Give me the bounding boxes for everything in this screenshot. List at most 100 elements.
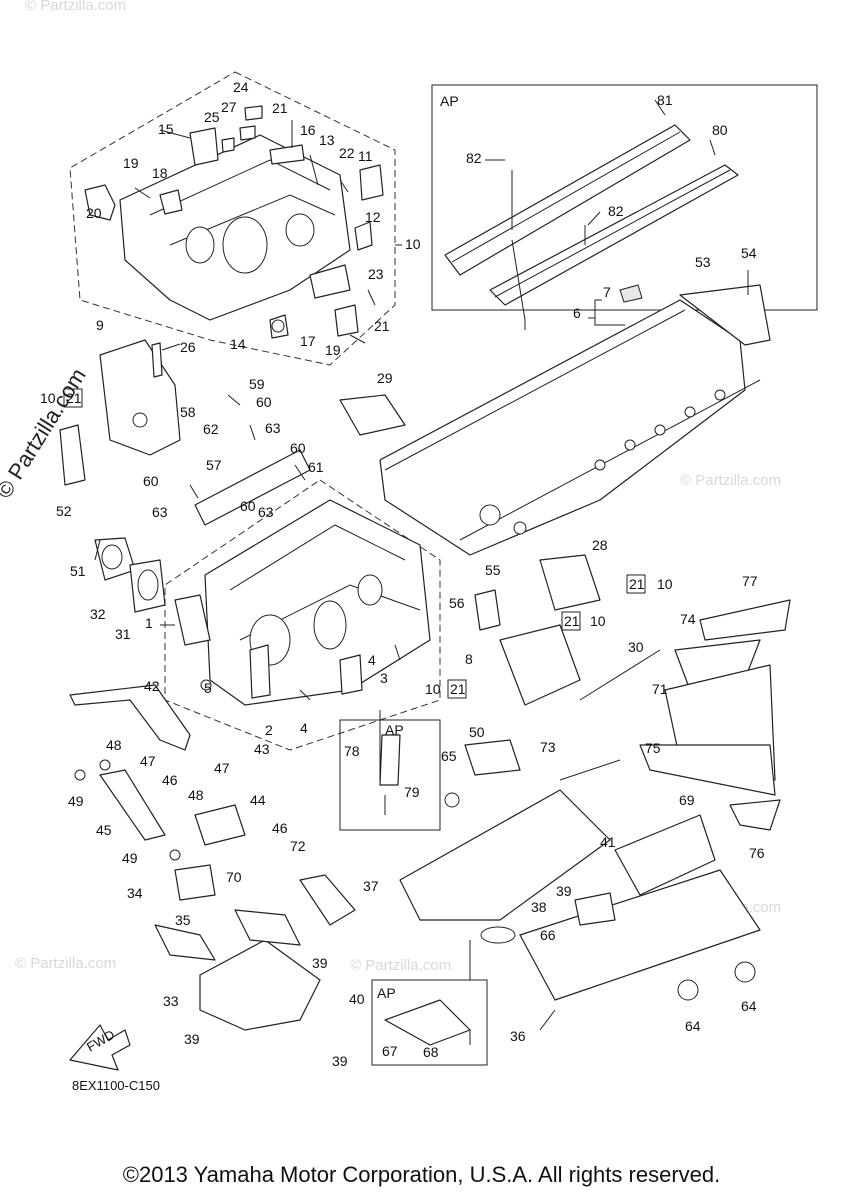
- subframe-group-10: [69, 71, 396, 366]
- callout-14: 14: [230, 336, 246, 352]
- callout-21-left: 21: [66, 390, 82, 406]
- tunnel-hole-7: [714, 389, 726, 401]
- bracket-57: [194, 449, 311, 526]
- subframe-opening-1: [222, 216, 268, 274]
- bolt-13: [309, 154, 319, 186]
- callout-60-c: 60: [143, 473, 159, 489]
- callout-40: 40: [349, 991, 365, 1007]
- callout-12: 12: [365, 209, 381, 225]
- leader-15: [159, 129, 191, 139]
- watermark-left-bottom: © Partzilla.com: [15, 955, 116, 972]
- plate-67: [384, 999, 471, 1046]
- ap-label-78: AP: [385, 722, 404, 738]
- callout-41: 41: [600, 834, 616, 850]
- ap-box-78: [339, 719, 441, 831]
- watermark-center-bottom: © Partzilla.com: [350, 957, 451, 974]
- callout-23: 23: [368, 266, 384, 282]
- callout-39-c: 39: [332, 1053, 348, 1069]
- callout-38: 38: [531, 899, 547, 915]
- callout-46-b: 46: [272, 820, 288, 836]
- box-21-mid: [447, 679, 467, 699]
- copyright-notice: ©2013 Yamaha Motor Corporation, U.S.A. A…: [122, 1162, 721, 1187]
- callout-21-right-b: 21: [564, 613, 580, 629]
- leader-lines: [159, 99, 716, 1031]
- cap-64-b: [734, 961, 756, 983]
- bracket-57-group: [189, 394, 406, 526]
- callout-17: 17: [300, 333, 316, 349]
- callout-63-a: 63: [265, 420, 281, 436]
- callout-6: 6: [573, 305, 581, 321]
- callout-10-right-a: 10: [657, 576, 673, 592]
- callout-79: 79: [404, 784, 420, 800]
- callout-2: 2: [265, 722, 273, 738]
- nut-49-top: [74, 769, 86, 781]
- bracket-28: [539, 554, 601, 611]
- skid-33: [199, 939, 321, 1031]
- callout-21-right-a: 21: [629, 576, 645, 592]
- callout-56: 56: [449, 595, 465, 611]
- callout-39-d: 39: [556, 883, 572, 899]
- callout-50: 50: [469, 724, 485, 740]
- nut-25: [221, 137, 235, 153]
- callout-44: 44: [250, 792, 266, 808]
- rail-81-groove: [451, 131, 681, 263]
- callout-49-b: 49: [122, 850, 138, 866]
- ap-box-78-frame: [339, 719, 441, 831]
- right-side-parts: [399, 554, 791, 1001]
- bolt-60-top: [249, 424, 256, 441]
- callout-10-mid: 10: [425, 681, 441, 697]
- callout-60-d: 60: [240, 498, 256, 514]
- bolt-4-lower: [299, 689, 311, 701]
- bracket-3: [339, 654, 363, 695]
- callout-63-c: 63: [258, 504, 274, 520]
- callout-55: 55: [485, 562, 501, 578]
- washer-5: [200, 679, 212, 691]
- ap-label-67: AP: [377, 985, 396, 1001]
- callout-58: 58: [180, 404, 196, 420]
- callout-48-a: 48: [106, 737, 122, 753]
- callout-49-a: 49: [68, 793, 84, 809]
- callout-54: 54: [741, 245, 757, 261]
- plate-15: [189, 127, 219, 166]
- box-21-right-b: [561, 611, 581, 631]
- callout-46-a: 46: [162, 772, 178, 788]
- callout-13: 13: [319, 132, 335, 148]
- cap-65: [444, 792, 460, 808]
- bracket-left: [174, 594, 211, 646]
- callout-53: 53: [695, 254, 711, 270]
- callout-59: 59: [249, 376, 265, 392]
- callout-20: 20: [86, 205, 102, 221]
- bolt-59: [227, 394, 241, 406]
- frame-dashed-outline: [164, 479, 441, 751]
- plate-76: [729, 799, 781, 831]
- callout-39-b: 39: [184, 1031, 200, 1047]
- callout-75: 75: [645, 740, 661, 756]
- subframe-opening-2: [285, 213, 315, 247]
- pad-7: [619, 284, 643, 303]
- guard-35: [154, 924, 216, 961]
- callout-21-mid: 21: [450, 681, 466, 697]
- plate-23: [309, 264, 351, 299]
- bracket-44: [194, 804, 246, 846]
- bolt-19-lower: [349, 334, 366, 344]
- bracket-17: [334, 304, 359, 337]
- bracket-52: [59, 424, 86, 486]
- leader-8-right: [579, 649, 661, 701]
- callout-33: 33: [163, 993, 179, 1009]
- callout-74: 74: [680, 611, 696, 627]
- bracket-73: [464, 739, 521, 776]
- callout-34: 34: [127, 885, 143, 901]
- callout-4-lower: 4: [300, 720, 308, 736]
- callout-18: 18: [152, 165, 168, 181]
- callout-77: 77: [742, 573, 758, 589]
- callout-70: 70: [226, 869, 242, 885]
- subframe-opening-3: [185, 226, 215, 264]
- callout-73: 73: [540, 739, 556, 755]
- plate-12: [354, 221, 373, 251]
- rail-36: [519, 869, 761, 1001]
- ap-leader-line: [511, 239, 526, 330]
- callout-3: 3: [380, 670, 388, 686]
- callout-9: 9: [96, 317, 104, 333]
- callout-62: 62: [203, 421, 219, 437]
- leader-81: [654, 99, 666, 116]
